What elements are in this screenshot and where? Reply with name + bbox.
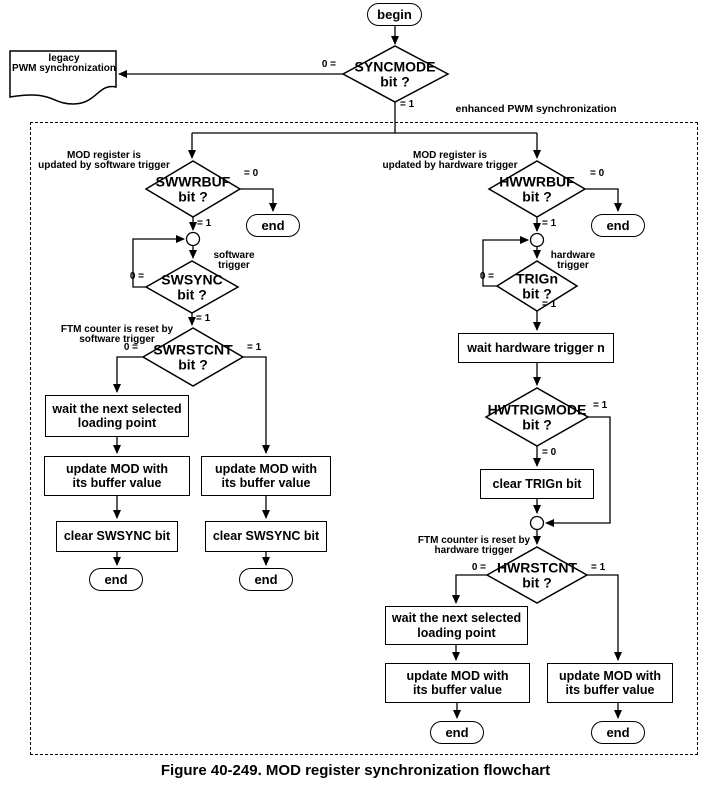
hw-update-mod-box-2: update MOD with its buffer value [547, 663, 673, 703]
legacy-node-label: legacy PWM synchronization [12, 53, 116, 74]
swrstcnt-diamond [141, 327, 245, 387]
hw-wait-trigger-box: wait hardware trigger n [458, 333, 614, 363]
hwtrigmode-diamond [484, 387, 590, 447]
hw-trigger-note: hardware trigger [550, 250, 596, 271]
hwwrbuf-label: HWWRBUF bit ? [499, 173, 575, 204]
hwwrbuf-diamond [487, 160, 587, 218]
figure-caption: Figure 40-249. MOD register synchronizat… [160, 762, 551, 779]
swwrbuf-1-label: = 1 [197, 218, 212, 229]
syncmode-label: SYNCMODE bit ? [354, 58, 436, 89]
sw-clear-swsync-box-1: clear SWSYNC bit [56, 521, 178, 552]
syncmode-1-label: = 1 [400, 99, 415, 110]
swsync-diamond [144, 260, 240, 314]
swrstcnt-label: SWRSTCNT bit ? [153, 341, 233, 372]
swwrbuf-diamond [144, 160, 242, 218]
enhanced-region-label: enhanced PWM synchronization [455, 103, 617, 115]
sw-update-mod-box-2: update MOD with its buffer value [201, 456, 331, 496]
sw-end-1: end [246, 214, 300, 237]
swrstcnt-0-label: 0 = [123, 342, 138, 353]
hw-end-3: end [591, 721, 645, 744]
hwtrigmode-1-label: = 1 [593, 400, 608, 411]
syncmode-diamond [341, 45, 450, 103]
swsync-label: SWSYNC bit ? [161, 271, 223, 302]
hw-clear-trign-box: clear TRIGn bit [480, 469, 594, 499]
hwrstcnt-label: HWRSTCNT bit ? [496, 559, 578, 590]
swwrbuf-label: SWWRBUF bit ? [155, 173, 231, 204]
sw-end-2: end [89, 568, 143, 591]
hw-update-note: MOD register is updated by hardware trig… [382, 150, 518, 171]
swsync-1-label: = 1 [196, 313, 211, 324]
swwrbuf-0-label: = 0 [244, 168, 259, 179]
hw-update-mod-box-1: update MOD with its buffer value [385, 663, 530, 703]
hw-end-2: end [430, 721, 484, 744]
sw-trigger-note: software trigger [213, 250, 255, 271]
begin-terminator: begin [367, 3, 422, 26]
hwtrigmode-label: HWTRIGMODE bit ? [487, 401, 587, 432]
trign-0-label: 0 = [479, 271, 494, 282]
hwwrbuf-1-label: = 1 [542, 218, 557, 229]
enhanced-region-border [30, 122, 698, 755]
hw-junction-circle-2 [529, 515, 545, 531]
hw-wait-loading-box: wait the next selected loading point [385, 606, 528, 645]
edges [113, 25, 622, 719]
legacy-document-shape [9, 50, 117, 105]
sw-clear-swsync-box-2: clear SWSYNC bit [205, 521, 327, 552]
syncmode-0-label: 0 = [321, 59, 336, 70]
hwtrigmode-0-label: = 0 [542, 447, 557, 458]
hw-junction-circle-1 [529, 232, 545, 248]
hwrstcnt-1-label: = 1 [591, 562, 606, 573]
sw-junction-circle [185, 231, 201, 247]
hw-end-1: end [591, 214, 645, 237]
swrstcnt-1-label: = 1 [247, 342, 262, 353]
trign-label: TRIGn bit ? [516, 270, 558, 301]
hwrstcnt-diamond [485, 546, 589, 604]
trign-1-label: = 1 [542, 299, 557, 310]
sw-wait-loading-box: wait the next selected loading point [45, 395, 189, 437]
hwrstcnt-0-label: 0 = [471, 562, 486, 573]
hwwrbuf-0-label: = 0 [590, 168, 605, 179]
sw-end-3: end [239, 568, 293, 591]
sw-update-mod-box-1: update MOD with its buffer value [44, 456, 190, 496]
swsync-0-label: 0 = [129, 271, 144, 282]
hw-reset-note: FTM counter is reset by hardware trigger [417, 535, 531, 556]
trign-diamond [495, 260, 579, 312]
sw-update-note: MOD register is updated by software trig… [38, 150, 170, 171]
sw-reset-note: FTM counter is reset by software trigger [60, 324, 174, 345]
